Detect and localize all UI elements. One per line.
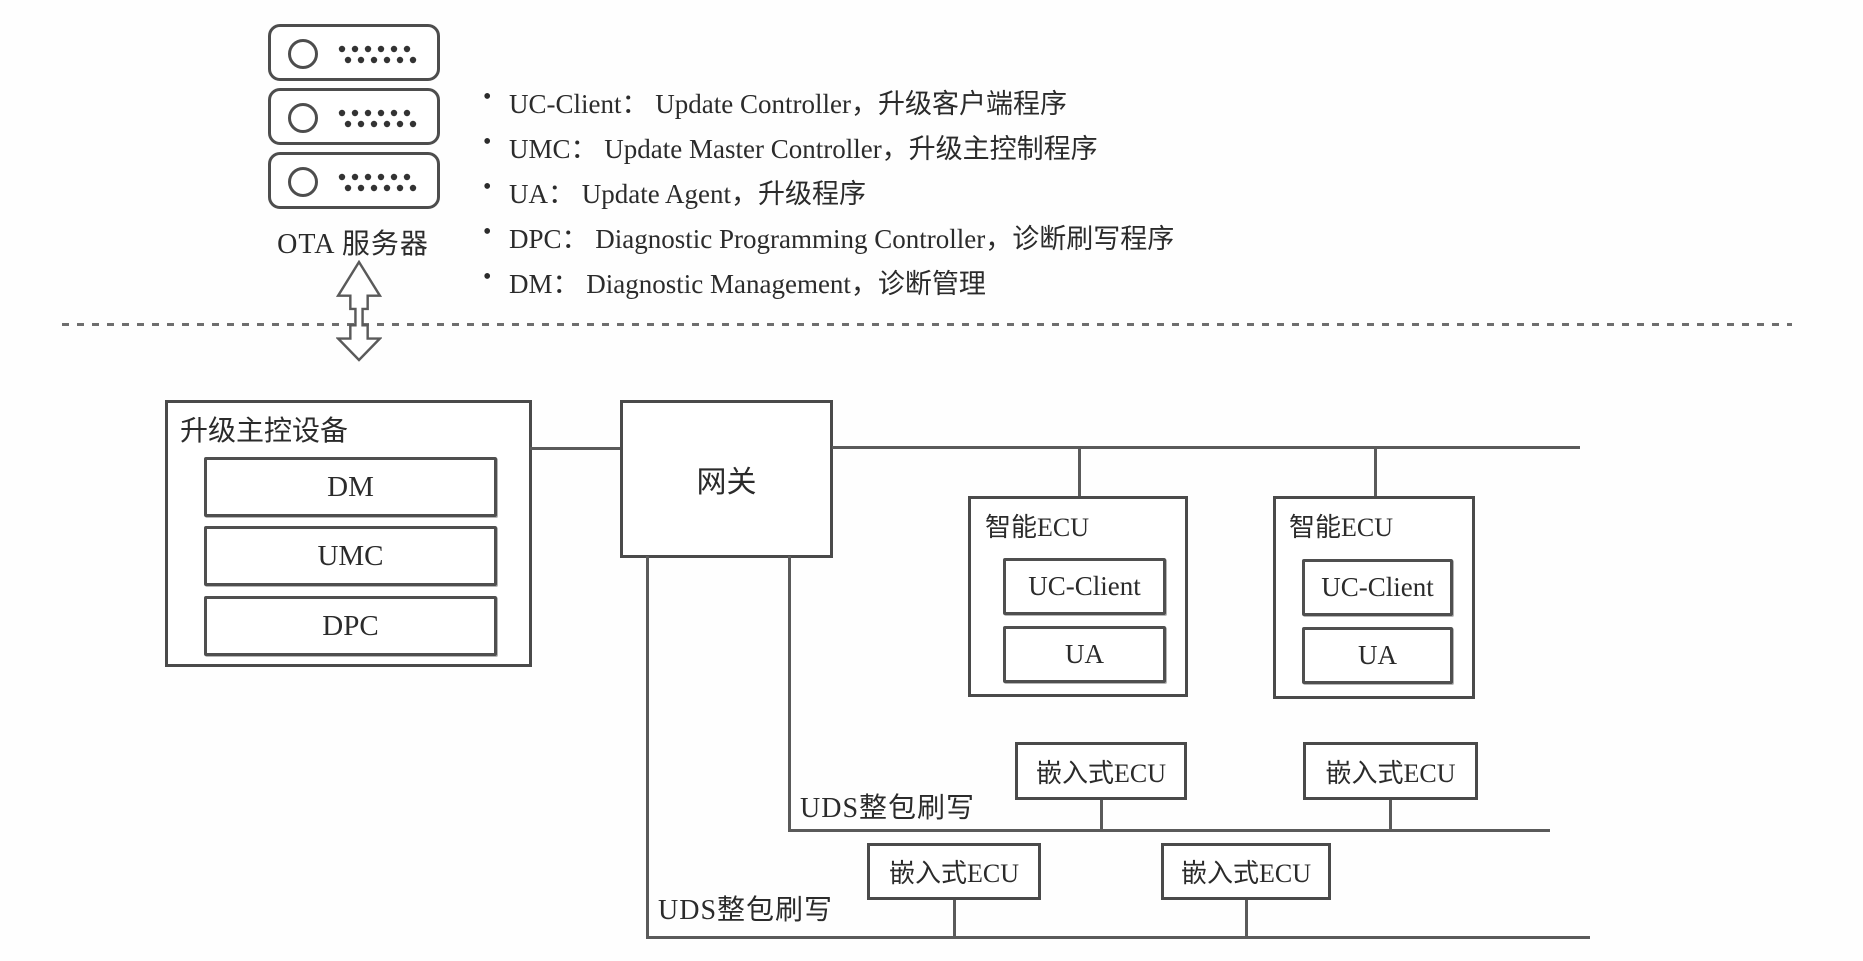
smart-ecu-2-box: 智能ECU UC-Client UA — [1273, 496, 1475, 699]
legend-bullet-icon: • — [483, 264, 492, 290]
server-bar — [268, 152, 440, 209]
uds-bus-row1 — [788, 829, 1550, 832]
drop-smart-ecu-2 — [1374, 446, 1377, 497]
smart-ecu-2-title: 智能ECU — [1289, 513, 1394, 542]
stub-r1c1 — [1100, 800, 1103, 830]
embedded-ecu-label: 嵌入式ECU — [1035, 758, 1166, 788]
module-label-dm: DM — [327, 470, 374, 503]
server-circle-icon — [288, 103, 318, 133]
uds-flash-label-1: UDS整包刷写 — [800, 793, 976, 824]
gateway-right-bus — [832, 446, 1580, 449]
embedded-ecu-box-r2c2: 嵌入式ECU — [1161, 843, 1331, 900]
connector-master-gateway — [530, 447, 622, 450]
legend-item-text: DPC： Diagnostic Programming Controller，诊… — [509, 224, 1175, 254]
gateway-drop-left — [646, 556, 649, 937]
uc-client-label-2: UC-Client — [1321, 572, 1434, 602]
stub-r2c2 — [1245, 900, 1248, 937]
legend-item-text: UA： Update Agent，升级程序 — [509, 179, 866, 209]
embedded-ecu-box-r1c1: 嵌入式ECU — [1015, 742, 1187, 800]
gateway-drop-mid — [788, 556, 791, 830]
uds-flash-label-2: UDS整包刷写 — [658, 895, 834, 926]
module-box-dm: DM — [204, 457, 497, 517]
uc-client-label-1: UC-Client — [1028, 571, 1141, 601]
legend-bullet-icon: • — [483, 219, 492, 245]
module-label-umc: UMC — [317, 539, 384, 572]
module-box-umc: UMC — [204, 526, 497, 586]
legend-item: • UA： Update Agent，升级程序 — [483, 172, 1174, 217]
legend-bullet-icon: • — [483, 129, 492, 155]
legend-item: • UMC： Update Master Controller，升级主控制程序 — [483, 127, 1174, 172]
legend-item-text: UMC： Update Master Controller，升级主控制程序 — [509, 134, 1098, 164]
server-label: OTA 服务器 — [277, 229, 429, 260]
uc-client-box-2: UC-Client — [1302, 559, 1453, 616]
embedded-ecu-label: 嵌入式ECU — [1180, 859, 1311, 888]
server-circle-icon — [288, 39, 318, 69]
server-dots-icon — [338, 109, 417, 128]
module-box-dpc: DPC — [204, 596, 497, 656]
legend-item-text: UC-Client： Update Controller，升级客户端程序 — [509, 89, 1067, 119]
master-device-box: 升级主控设备 DM UMC DPC — [165, 400, 532, 667]
up-down-arrow-icon — [336, 260, 382, 362]
server-icon — [268, 24, 440, 219]
server-dots-icon — [338, 173, 417, 192]
stub-r2c1 — [953, 900, 956, 937]
master-device-title: 升级主控设备 — [180, 416, 349, 447]
legend-item: • UC-Client： Update Controller，升级客户端程序 — [483, 82, 1174, 127]
drop-smart-ecu-1 — [1078, 446, 1081, 497]
boundary-dashed-line — [62, 323, 1792, 326]
ua-label-2: UA — [1358, 640, 1397, 670]
smart-ecu-1-title: 智能ECU — [985, 513, 1090, 542]
embedded-ecu-box-r2c1: 嵌入式ECU — [867, 843, 1041, 900]
embedded-ecu-label: 嵌入式ECU — [1325, 758, 1456, 788]
server-dots-icon — [338, 45, 417, 64]
ua-label-1: UA — [1065, 639, 1104, 669]
server-circle-icon — [288, 167, 318, 197]
uds-bus-row2 — [646, 936, 1590, 939]
legend-bullet-icon: • — [483, 84, 492, 110]
legend-bullet-icon: • — [483, 174, 492, 200]
legend: • UC-Client： Update Controller，升级客户端程序 •… — [483, 82, 1174, 307]
module-label-dpc: DPC — [322, 609, 379, 642]
smart-ecu-1-box: 智能ECU UC-Client UA — [968, 496, 1188, 697]
ua-box-2: UA — [1302, 627, 1453, 684]
uc-client-box-1: UC-Client — [1003, 558, 1166, 615]
legend-item-text: DM： Diagnostic Management，诊断管理 — [509, 269, 986, 299]
gateway-label: 网关 — [696, 466, 757, 499]
embedded-ecu-label: 嵌入式ECU — [888, 859, 1019, 888]
stub-r1c2 — [1389, 800, 1392, 830]
server-bar — [268, 88, 440, 145]
ua-box-1: UA — [1003, 626, 1166, 683]
gateway-box: 网关 — [620, 400, 833, 558]
legend-item: • DPC： Diagnostic Programming Controller… — [483, 217, 1174, 262]
legend-item: • DM： Diagnostic Management，诊断管理 — [483, 262, 1174, 307]
server-bar — [268, 24, 440, 81]
embedded-ecu-box-r1c2: 嵌入式ECU — [1303, 742, 1478, 800]
